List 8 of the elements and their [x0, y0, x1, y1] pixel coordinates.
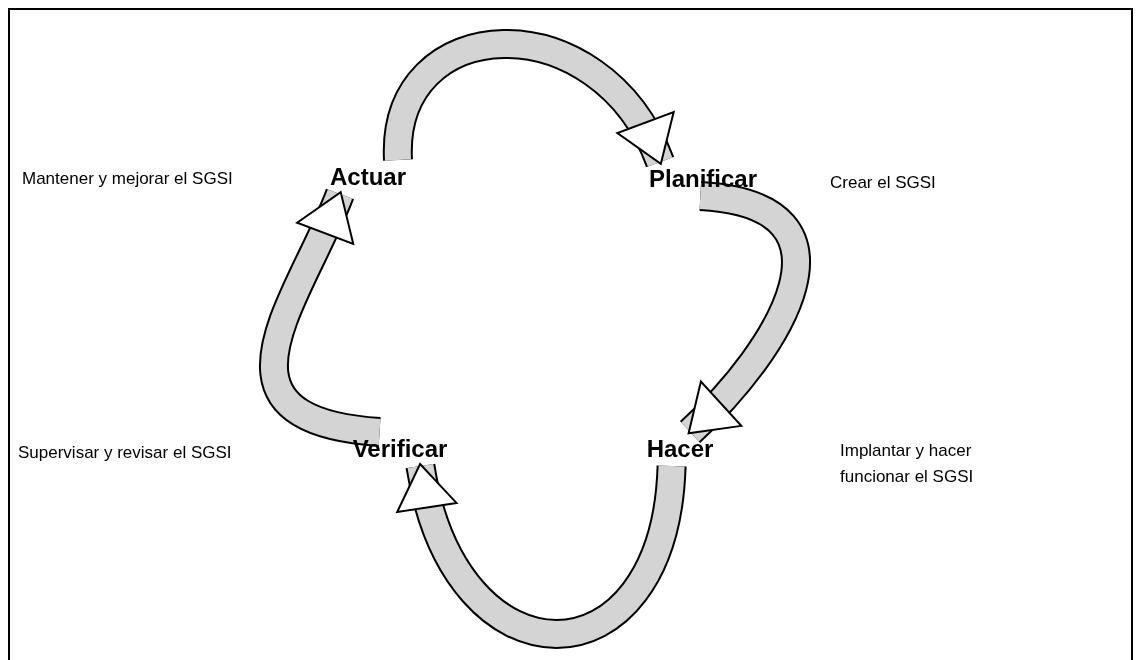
description-text: Supervisar y revisar el SGSI — [18, 442, 233, 464]
phase-label: Hacer — [638, 432, 722, 466]
phase-label: Verificar — [340, 432, 460, 466]
description-text: Mantener y mejorar el SGSI — [22, 168, 234, 190]
phase-label: Actuar — [318, 160, 418, 194]
description-text: Implantar y hacer funcionar el SGSI — [840, 440, 975, 488]
description-text: Crear el SGSI — [830, 172, 937, 194]
phase-label: Planificar — [636, 162, 770, 196]
